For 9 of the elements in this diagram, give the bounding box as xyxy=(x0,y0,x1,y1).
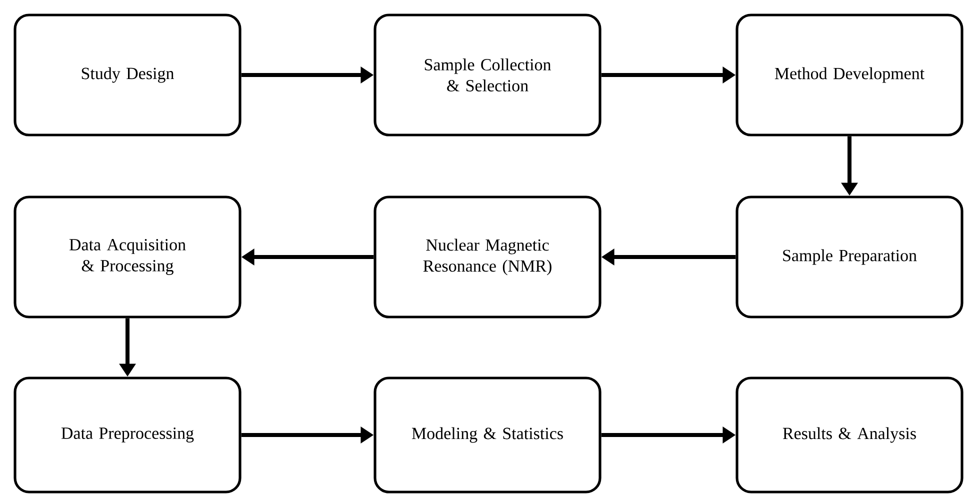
process-box: Study Design xyxy=(14,14,242,136)
process-box: Sample Collection & Selection xyxy=(374,14,602,136)
process-box: Nuclear Magnetic Resonance (NMR) xyxy=(374,196,602,318)
process-box: Modeling & Statistics xyxy=(374,376,602,494)
process-box: Sample Preparation xyxy=(736,196,964,318)
process-box: Data Acquisition & Processing xyxy=(14,196,242,318)
process-box: Results & Analysis xyxy=(736,376,964,494)
process-box: Method Development xyxy=(736,14,964,136)
process-box: Data Preprocessing xyxy=(14,376,242,494)
